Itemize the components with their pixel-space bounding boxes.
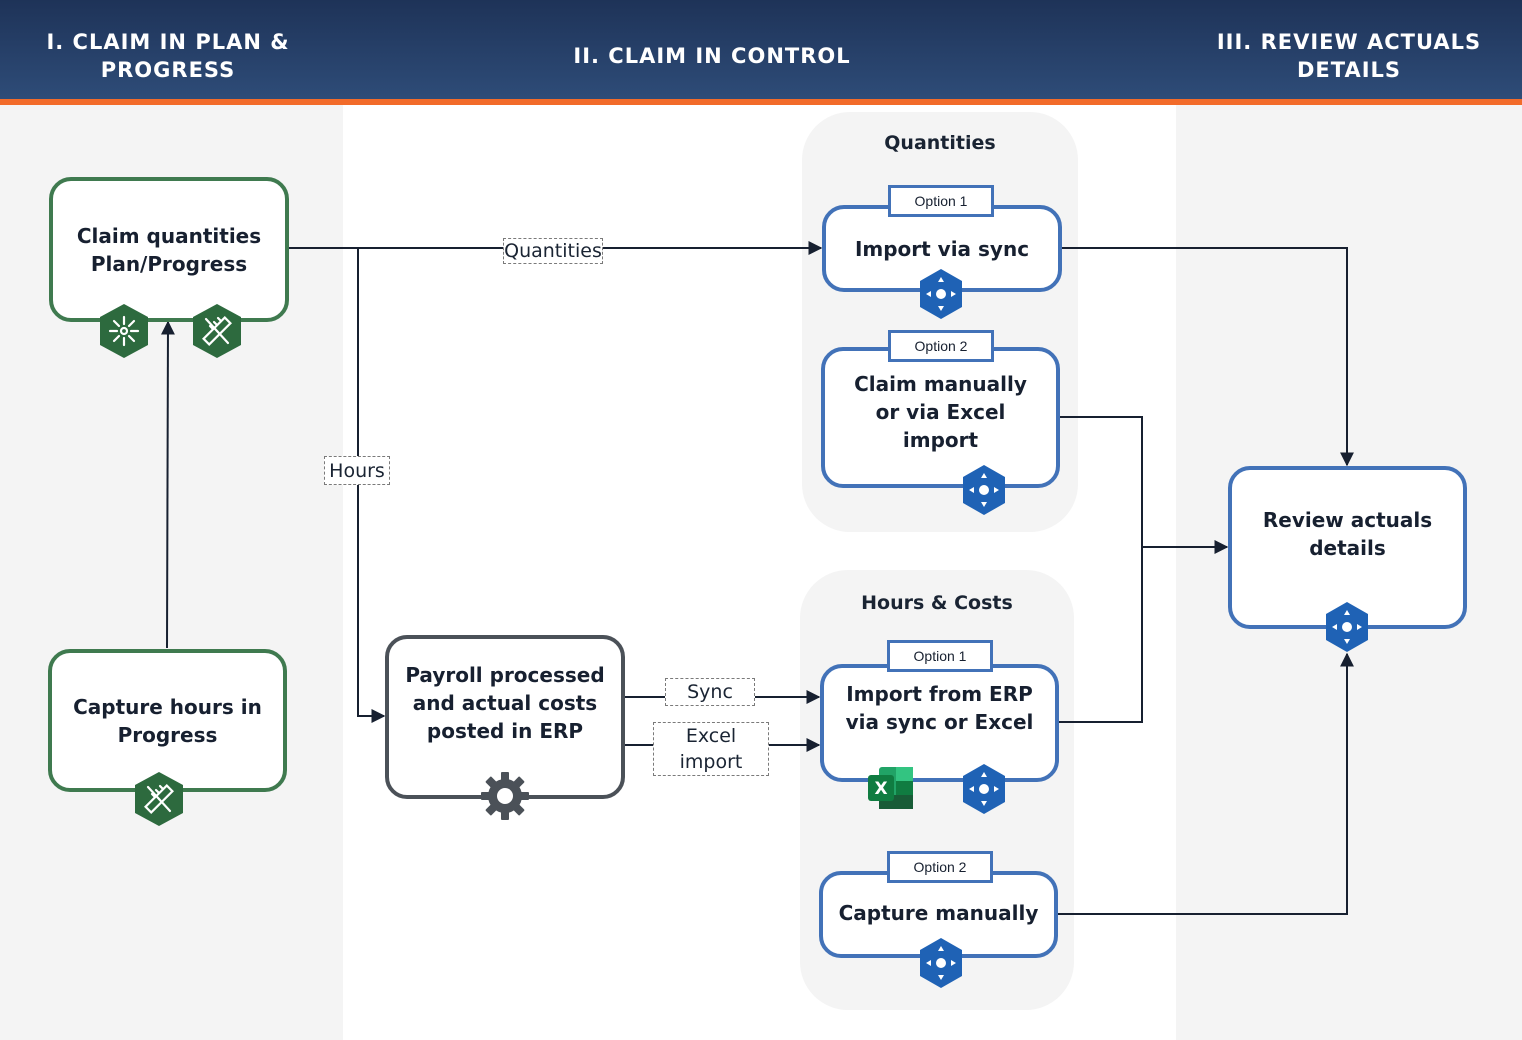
edge-claim-manually-join (1058, 416, 1143, 723)
node-claim-manually-label: Claim manually or via Excel import (854, 371, 1027, 452)
node-payroll: Payroll processed and actual costs poste… (385, 635, 625, 799)
header-accent-line (0, 99, 1522, 105)
excel-icon: X (868, 767, 913, 809)
node-payroll-label: Payroll processed and actual costs poste… (405, 663, 605, 743)
edge-import-sync-to-review (1061, 247, 1354, 467)
option-badge-q1: Option 1 (888, 185, 994, 217)
control-compass-hex-icon (1326, 602, 1368, 652)
edge-label-excel-import: Excel import (653, 722, 769, 776)
plan-hex-icon (100, 304, 148, 358)
control-compass-hex-icon (963, 465, 1005, 515)
progress-ruler-hex-icon (135, 772, 183, 826)
header-bar (0, 0, 1522, 99)
edge-label-sync: Sync (665, 678, 755, 706)
control-compass-hex-icon (920, 938, 962, 988)
edge-label-quantities: Quantities (503, 238, 603, 264)
phase-1-title: I. CLAIM IN PLAN & PROGRESS (46, 30, 290, 82)
node-import-erp: Import from ERP via sync or Excel (820, 664, 1059, 782)
phase-3-title: III. REVIEW ACTUALS DETAILS (1216, 30, 1482, 82)
edge-hours-to-payroll (357, 248, 386, 723)
quantities-group-title: Quantities (884, 132, 996, 154)
phase-2-title: II. CLAIM IN CONTROL (573, 44, 851, 68)
node-review-label: Review actuals details (1262, 507, 1433, 560)
edge-label-hours: Hours (324, 456, 390, 485)
node-review: Review actuals details (1228, 466, 1467, 629)
gear-icon (481, 772, 529, 820)
progress-ruler-hex-icon (193, 304, 241, 358)
hours-costs-group-title: Hours & Costs (861, 592, 1013, 614)
option-badge-h2: Option 2 (887, 851, 993, 883)
node-claim-quantities: Claim quantities Plan/Progress (49, 177, 289, 322)
option-badge-h1: Option 1 (887, 640, 993, 672)
node-capture-hours: Capture hours in Progress (48, 649, 287, 792)
node-claim-quantities-label: Claim quantities Plan/Progress (76, 223, 262, 276)
option-badge-q2: Option 2 (888, 330, 994, 362)
control-compass-hex-icon (963, 764, 1005, 814)
control-compass-hex-icon (920, 269, 962, 319)
node-import-sync-label: Import via sync (854, 236, 1030, 261)
node-claim-manually: Claim manually or via Excel import (821, 347, 1060, 488)
svg-text:X: X (874, 779, 887, 799)
node-capture-manually-label: Capture manually (838, 900, 1039, 925)
node-import-erp-label: Import from ERP via sync or Excel (845, 682, 1034, 734)
edge-capture-to-claim (160, 320, 175, 649)
edge-capture-manually-to-review (1058, 652, 1354, 915)
node-capture-hours-label: Capture hours in Progress (73, 694, 262, 747)
